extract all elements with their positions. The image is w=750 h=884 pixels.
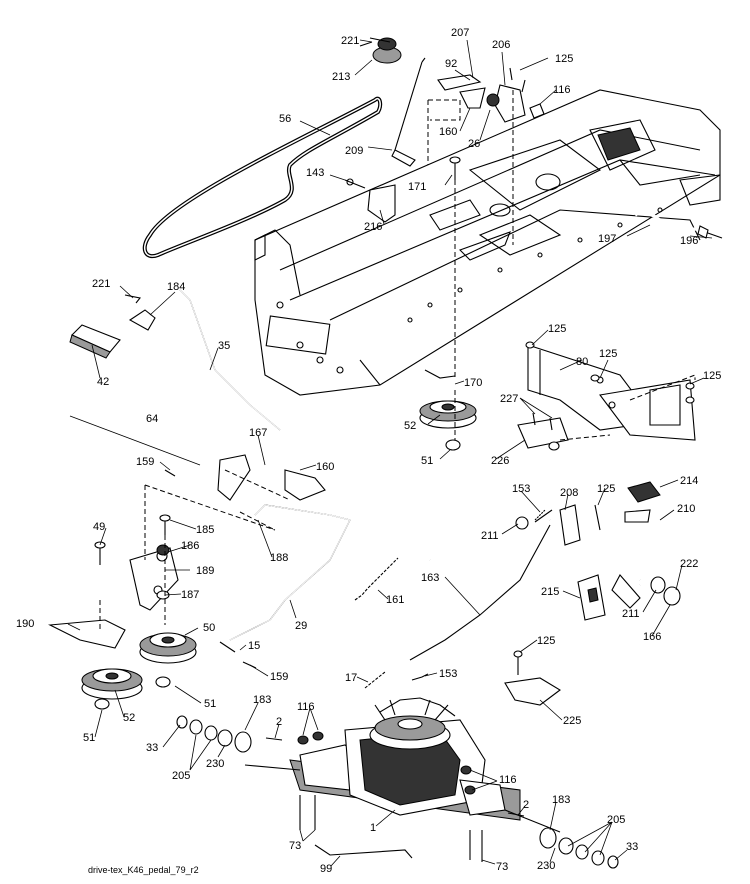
callout-52b: 52 [123,712,135,724]
callout-125e: 125 [597,483,615,495]
callout-125f: 125 [537,635,555,647]
callout-29: 29 [295,620,307,632]
callout-183a: 183 [253,694,271,706]
callout-205a: 205 [172,770,190,782]
callout-206: 206 [492,39,510,51]
callout-230b: 230 [537,860,555,872]
callout-17: 17 [345,672,357,684]
pulleys [81,369,477,710]
callout-52a: 52 [404,420,416,432]
callout-214: 214 [680,475,698,487]
callout-163: 163 [421,572,439,584]
drive-belt [142,96,383,259]
callout-33b: 33 [626,841,638,853]
callout-64: 64 [146,413,158,425]
diagram-caption: drive-tex_K46_pedal_79_r2 [88,865,199,875]
callout-125a: 125 [555,53,573,65]
callout-208: 208 [560,487,578,499]
callout-51b: 51 [204,698,216,710]
callout-213: 213 [332,71,350,83]
callout-116b: 116 [297,701,315,713]
callout-230a: 230 [206,758,224,770]
callout-15: 15 [248,640,260,652]
callout-183b: 183 [552,794,570,806]
callout-51a: 51 [421,455,433,467]
callout-116c: 116 [499,774,517,786]
leader-lines [67,39,713,867]
callout-160a: 160 [439,126,457,138]
callout-73b: 73 [496,861,508,873]
callout-2b: 2 [523,799,529,811]
callout-125b: 125 [548,323,566,335]
callout-42: 42 [97,376,109,388]
callout-159b: 159 [270,671,288,683]
callout-222: 222 [680,558,698,570]
callout-92: 92 [445,58,457,70]
springs [354,509,546,689]
callout-33a: 33 [146,742,158,754]
callout-143: 143 [306,167,324,179]
callout-125c: 125 [599,348,617,360]
callout-116a: 116 [553,84,571,96]
transaxle [244,697,561,862]
rear-rod [634,210,723,239]
callout-209: 209 [345,145,363,157]
callout-125d: 125 [703,370,721,382]
callout-51c: 51 [83,732,95,744]
callout-167: 167 [249,427,267,439]
callout-226: 226 [491,455,509,467]
callout-99: 99 [320,863,332,875]
callout-221a: 221 [341,35,359,47]
callout-159a: 159 [136,456,154,468]
callout-227: 227 [500,393,518,405]
axle-washers [176,715,619,869]
callout-187: 187 [181,589,199,601]
callout-197: 197 [598,233,616,245]
callout-26: 26 [468,138,480,150]
callout-207: 207 [451,27,469,39]
callout-221b: 221 [92,278,110,290]
callout-189: 189 [196,565,214,577]
callout-171: 171 [408,181,426,193]
shift-lever-assembly [344,37,545,223]
callout-211b: 211 [622,608,640,620]
callout-49: 49 [93,521,105,533]
callout-185: 185 [196,524,214,536]
callout-1: 1 [370,822,376,834]
callout-labels: 221 213 207 206 125 92 116 56 160 26 209… [16,27,721,875]
callout-160b: 160 [316,461,334,473]
callout-211a: 211 [481,530,499,542]
idler-bracket [48,514,179,649]
callout-186: 186 [181,540,199,552]
callout-205b: 205 [607,814,625,826]
callout-215: 215 [541,586,559,598]
brake-pedal [409,481,681,706]
callout-153b: 153 [439,668,457,680]
callout-2a: 2 [276,716,282,728]
callout-184: 184 [167,281,185,293]
callout-73a: 73 [289,840,301,852]
callout-161: 161 [386,594,404,606]
callout-196: 196 [680,235,698,247]
chassis-frame [254,89,721,396]
callout-216: 216 [364,221,382,233]
callout-210: 210 [677,503,695,515]
pedal-grip-and-shaft [69,289,432,669]
callout-188: 188 [270,552,288,564]
callout-56: 56 [279,113,291,125]
callout-225: 225 [563,715,581,727]
callout-170: 170 [464,377,482,389]
callout-190: 190 [16,618,34,630]
callout-153a: 153 [512,483,530,495]
callout-166: 166 [643,631,661,643]
right-bracket [517,341,696,451]
callout-50: 50 [203,622,215,634]
assembly-lines [99,90,696,630]
callout-80: 80 [576,356,588,368]
callout-35: 35 [218,340,230,352]
